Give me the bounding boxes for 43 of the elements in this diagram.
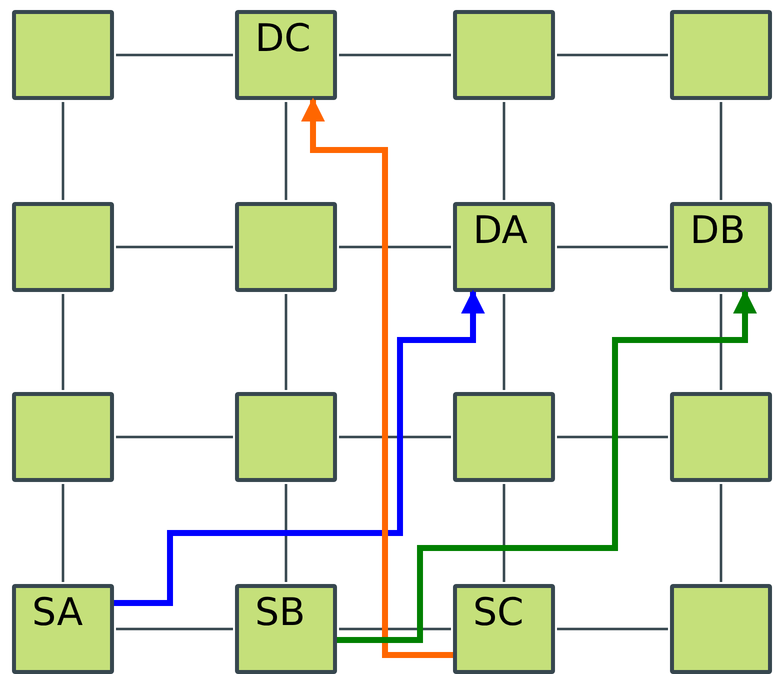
node-box — [670, 10, 772, 100]
node-box — [670, 202, 772, 292]
route-arrow — [301, 98, 453, 658]
link-line — [502, 484, 506, 582]
link-line — [720, 294, 722, 390]
link-line — [284, 102, 288, 200]
link-line — [557, 628, 668, 630]
link-line — [62, 484, 64, 582]
node-box — [12, 392, 114, 482]
node-box — [235, 202, 337, 292]
link-line — [557, 246, 668, 248]
node-box — [453, 10, 555, 100]
link-line — [339, 628, 451, 630]
link-line — [62, 102, 64, 200]
link-line — [62, 294, 64, 390]
node-box — [12, 202, 114, 292]
node-box — [235, 584, 337, 674]
link-line — [116, 246, 233, 248]
link-line — [339, 436, 451, 438]
node-box — [670, 392, 772, 482]
node-box — [12, 584, 114, 674]
node-box — [670, 584, 772, 674]
node-box — [453, 584, 555, 674]
link-line — [284, 484, 288, 582]
link-line — [116, 436, 233, 438]
link-line — [557, 54, 668, 56]
route-arrow — [337, 290, 757, 643]
node-box — [453, 392, 555, 482]
link-line — [557, 436, 668, 438]
link-line — [720, 484, 722, 582]
link-line — [502, 102, 506, 200]
node-box — [12, 10, 114, 100]
link-line — [339, 246, 451, 248]
link-line — [502, 294, 506, 390]
link-line — [116, 54, 233, 56]
node-box — [235, 392, 337, 482]
route-arrow — [114, 290, 485, 606]
link-line — [339, 54, 451, 56]
node-box — [235, 10, 337, 100]
link-line — [284, 294, 288, 390]
link-line — [720, 102, 722, 200]
link-line — [116, 628, 233, 630]
node-box — [453, 202, 555, 292]
